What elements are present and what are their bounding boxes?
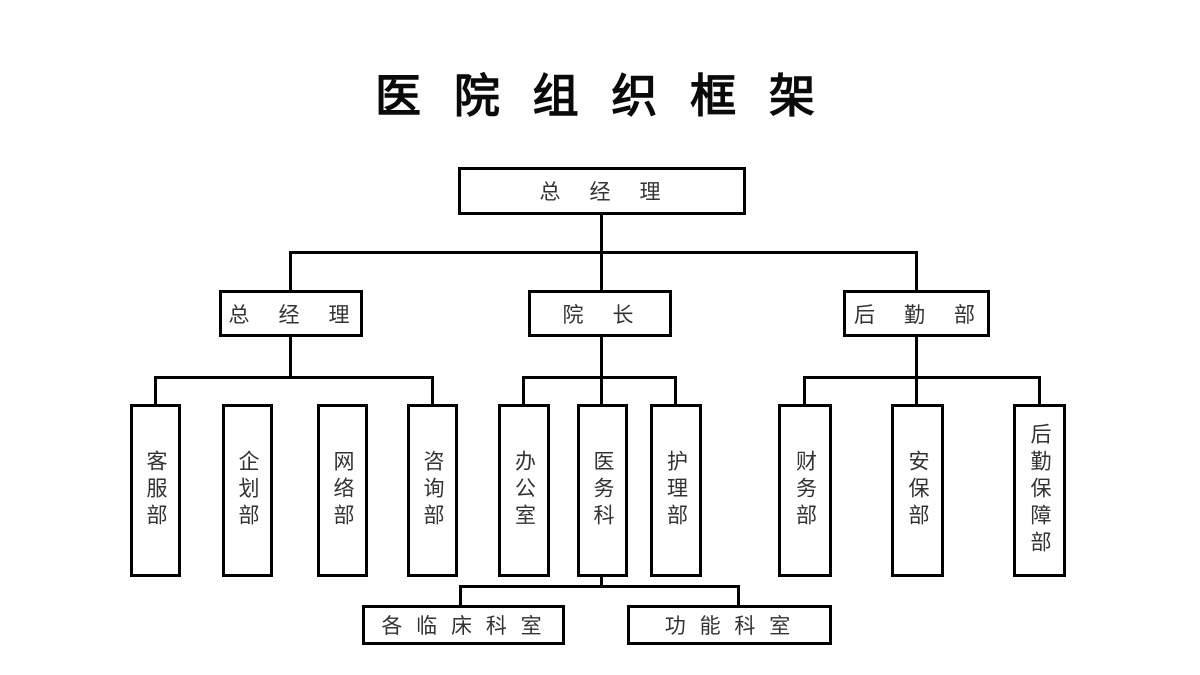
node-office: 办公室 (498, 404, 550, 577)
connector-group2-rail (522, 376, 677, 379)
connector-group3-drop-right (1038, 376, 1041, 407)
chart-title: 医 院 组 织 框 架 (375, 70, 825, 122)
node-functional-departments: 功 能 科 室 (627, 605, 832, 645)
connector-group1-drop-left (154, 376, 157, 407)
node-planning-dept: 企划部 (222, 404, 273, 577)
node-label: 安保部 (906, 450, 929, 531)
node-label: 各 临 床 科 室 (381, 615, 546, 638)
connector-group2-drop-left (522, 376, 525, 407)
connector-group2-drop-right (674, 376, 677, 407)
node-logistics-dept: 后 勤 部 (843, 290, 990, 337)
node-consulting-dept: 咨询部 (407, 404, 458, 577)
node-dean: 院 长 (528, 290, 672, 337)
node-general-manager: 总 经 理 (219, 290, 363, 337)
node-network-dept: 网络部 (317, 404, 368, 577)
node-customer-service-dept: 客服部 (130, 404, 181, 577)
connector-dean-stem (600, 334, 603, 407)
node-label: 总 经 理 (228, 303, 354, 327)
node-security-dept: 安保部 (891, 404, 944, 577)
node-label: 护理部 (664, 450, 688, 531)
connector-group1-rail (154, 376, 434, 379)
node-label: 医务科 (591, 450, 614, 531)
connector-drop-gm2 (289, 251, 292, 291)
node-label: 总 经 理 (539, 181, 665, 204)
connector-level4-rail (459, 585, 740, 588)
node-label: 咨询部 (421, 450, 444, 531)
node-label: 办公室 (512, 450, 536, 531)
connector-group1-drop-right (431, 376, 434, 407)
connector-level4-drop-left (459, 585, 462, 607)
connector-root-down (600, 213, 603, 254)
node-label: 院 长 (562, 303, 638, 327)
connector-drop-logistics (915, 251, 918, 291)
connector-medical-stem (600, 575, 603, 588)
connector-group3-rail (803, 376, 1041, 379)
node-clinical-departments: 各 临 床 科 室 (362, 605, 565, 645)
connector-level2-rail (289, 251, 918, 254)
node-label: 后 勤 部 (854, 303, 979, 327)
connector-group3-drop-left (803, 376, 806, 407)
node-label: 网络部 (331, 450, 354, 531)
node-nursing-dept: 护理部 (650, 404, 702, 577)
node-label: 客服部 (144, 450, 167, 531)
node-finance-dept: 财务部 (778, 404, 832, 577)
node-logistics-support-dept: 后勤保障部 (1013, 404, 1066, 577)
node-label: 企划部 (236, 450, 259, 531)
connector-drop-dean (600, 251, 603, 291)
node-medical-affairs: 医务科 (577, 404, 628, 577)
node-general-manager-root: 总 经 理 (458, 167, 746, 215)
node-label: 财务部 (793, 450, 817, 531)
connector-level4-drop-right (737, 585, 740, 607)
connector-gm2-stem (289, 334, 292, 379)
node-label: 功 能 科 室 (664, 615, 795, 638)
connector-logistics-stem (915, 334, 918, 407)
node-label: 后勤保障部 (1028, 423, 1051, 558)
